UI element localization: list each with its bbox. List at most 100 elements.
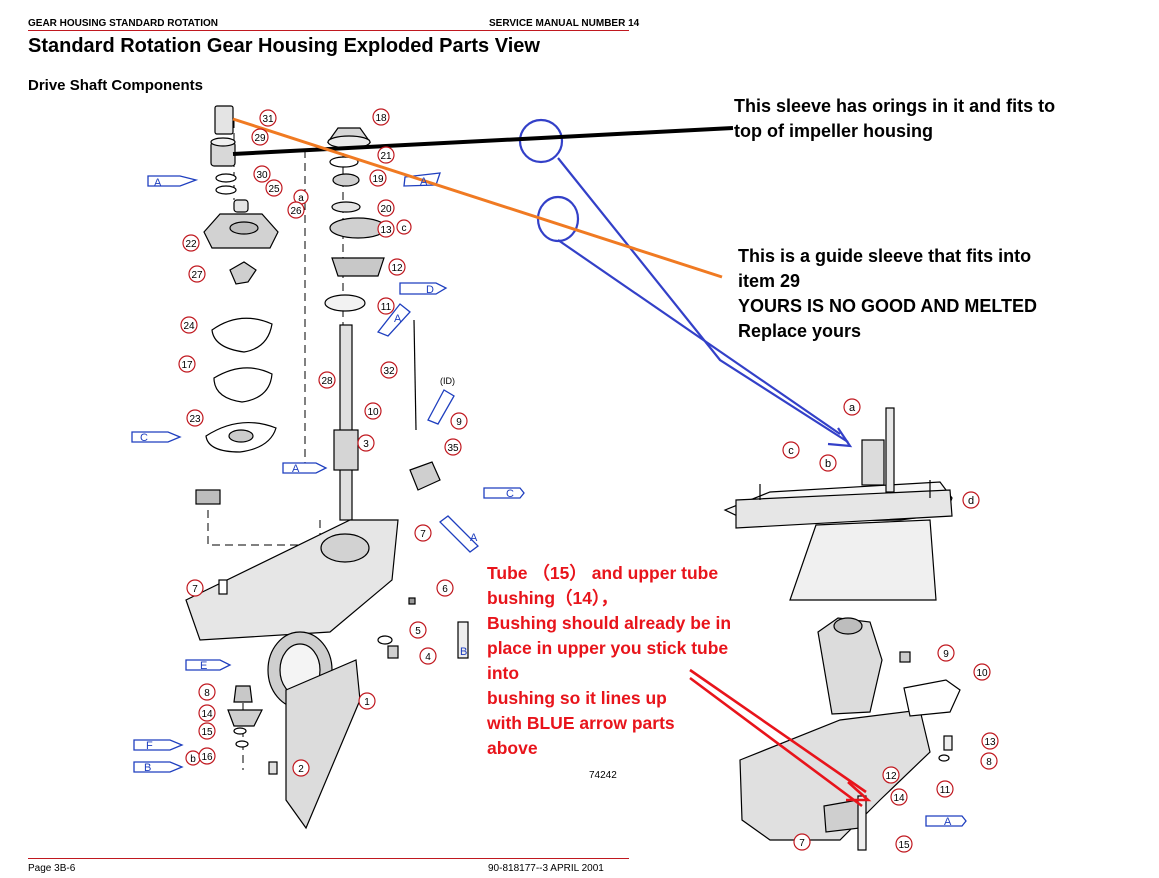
svg-text:A: A	[420, 176, 428, 188]
svg-text:4: 4	[425, 652, 431, 663]
callout-right-9: 9	[937, 644, 955, 662]
svg-text:12: 12	[391, 263, 403, 274]
callout-3: 3	[357, 434, 375, 452]
svg-text:7: 7	[192, 584, 198, 595]
note-guide-sleeve: This is a guide sleeve that fits into it…	[738, 246, 1038, 341]
footer-doc-number: 90-818177--3 APRIL 2001	[488, 863, 604, 874]
svg-text:A: A	[944, 816, 952, 828]
callout-5: 5	[409, 621, 427, 639]
svg-text:21: 21	[380, 151, 392, 162]
callout-right-7: 7	[793, 833, 811, 851]
svg-text:32: 32	[383, 366, 395, 377]
callout-2: 2	[292, 759, 310, 777]
svg-text:b: b	[825, 458, 831, 470]
callout-right-12: 12	[882, 766, 900, 784]
svg-text:26: 26	[290, 206, 302, 217]
callout-right-c: c	[782, 441, 800, 459]
callout-9: 9	[450, 412, 468, 430]
svg-text:5: 5	[415, 626, 421, 637]
callout-28: 28	[318, 371, 336, 389]
svg-text:B: B	[144, 762, 151, 774]
callout-15: 15	[198, 722, 216, 740]
callout-7b: 7	[186, 579, 204, 597]
callout-8: 8	[198, 683, 216, 701]
svg-text:13: 13	[984, 737, 996, 748]
svg-text:14: 14	[893, 793, 905, 804]
callout-14: 14	[198, 704, 216, 722]
svg-text:18: 18	[375, 113, 387, 124]
black-pointer-line	[232, 126, 734, 156]
svg-text:d: d	[968, 495, 974, 507]
callout-32: 32	[380, 361, 398, 379]
header-manual-number: SERVICE MANUAL NUMBER 14	[489, 18, 640, 29]
svg-text:17: 17	[181, 360, 193, 371]
callouts-left: 31 29 18 21 19 20 13 c 12 11 30 25 a 26 …	[178, 108, 468, 777]
svg-text:22: 22	[185, 239, 197, 250]
svg-text:30: 30	[256, 170, 268, 181]
svg-text:13: 13	[380, 225, 392, 236]
callout-right-13: 13	[981, 732, 999, 750]
note-sleeve-orings: This sleeve has orings in it and fits to…	[734, 96, 1056, 141]
callout-29: 29	[251, 128, 269, 146]
callout-right-b: b	[819, 454, 837, 472]
figure-number: 74242	[589, 770, 617, 781]
callout-11: 11	[377, 297, 395, 315]
header-section-label: GEAR HOUSING STANDARD ROTATION	[28, 18, 218, 29]
callout-24: 24	[180, 316, 198, 334]
svg-text:10: 10	[367, 407, 379, 418]
callout-26: 26	[287, 201, 305, 219]
svg-text:c: c	[788, 445, 794, 457]
upper-housing-illustration	[723, 407, 953, 601]
svg-text:3: 3	[363, 439, 369, 450]
callouts-right: a c b d 9 10 13 8 11 12 14 7 15	[782, 398, 999, 853]
callout-4: 4	[419, 647, 437, 665]
callout-22: 22	[182, 234, 200, 252]
svg-text:a: a	[298, 193, 304, 204]
svg-text:23: 23	[189, 414, 201, 425]
callout-21: 21	[377, 146, 395, 164]
callout-10: 10	[364, 402, 382, 420]
svg-text:a: a	[849, 402, 856, 414]
footer-page-number: Page 3B-6	[28, 863, 76, 874]
callout-20: 20	[377, 199, 395, 217]
svg-text:F: F	[146, 740, 153, 752]
svg-text:12: 12	[885, 771, 897, 782]
callout-12: 12	[388, 258, 406, 276]
svg-text:8: 8	[204, 688, 210, 699]
callout-25: 25	[265, 179, 283, 197]
footer-divider	[28, 858, 629, 859]
callout-27: 27	[188, 265, 206, 283]
svg-text:25: 25	[268, 184, 280, 195]
svg-text:11: 11	[381, 302, 392, 313]
svg-text:19: 19	[372, 174, 384, 185]
svg-text:C: C	[506, 488, 514, 500]
page-title: Standard Rotation Gear Housing Exploded …	[28, 35, 540, 57]
svg-text:31: 31	[262, 114, 274, 125]
callout-b: b	[185, 750, 201, 766]
svg-text:11: 11	[940, 785, 951, 796]
callout-31: 31	[259, 109, 277, 127]
svg-text:A: A	[292, 463, 300, 475]
svg-text:A: A	[394, 313, 402, 325]
svg-text:7: 7	[799, 838, 805, 849]
svg-text:35: 35	[447, 443, 459, 454]
callout-right-d: d	[962, 491, 980, 509]
svg-text:9: 9	[943, 649, 949, 660]
svg-text:8: 8	[986, 757, 992, 768]
callout-6: 6	[436, 579, 454, 597]
callout-1: 1	[358, 692, 376, 710]
id-label: (ID)	[440, 376, 455, 386]
callout-right-8: 8	[980, 752, 998, 770]
svg-text:A: A	[154, 177, 162, 189]
callout-17: 17	[178, 355, 196, 373]
svg-text:24: 24	[183, 321, 195, 332]
orange-pointer-line	[232, 117, 723, 279]
svg-text:15: 15	[201, 727, 213, 738]
left-parts-stack	[185, 105, 469, 830]
svg-text:6: 6	[442, 584, 448, 595]
callout-right-a: a	[843, 398, 861, 416]
callout-c: c	[396, 219, 412, 235]
callout-19: 19	[369, 169, 387, 187]
sealant-tags: A A D A C A C A B E F B A	[140, 176, 952, 828]
